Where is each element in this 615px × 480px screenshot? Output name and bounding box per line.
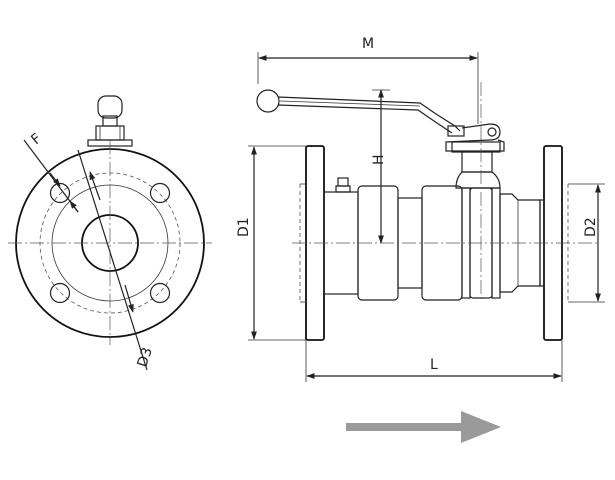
dim-f-label: F <box>28 131 44 148</box>
valve-stem <box>445 123 505 189</box>
handle-stub <box>87 95 133 147</box>
bolt-hole <box>49 282 71 304</box>
dim-m-label: M <box>362 36 374 52</box>
dim-l-label: L <box>430 357 438 373</box>
valve-side-view: M H D1 D2 L <box>236 36 605 382</box>
handle-knob <box>256 89 280 113</box>
flange-end-view: F D3 <box>8 95 212 371</box>
bolt-hole <box>149 282 171 304</box>
lever-handle <box>256 89 465 137</box>
dim-h-label: H <box>371 154 387 165</box>
dim-d2-label: D2 <box>583 217 599 237</box>
bolt-hole <box>49 182 71 204</box>
bolt-hole <box>149 182 171 204</box>
dim-d1-label: D1 <box>236 217 252 237</box>
arrow-right-icon <box>346 411 501 443</box>
dim-d3-label: D3 <box>135 346 156 370</box>
